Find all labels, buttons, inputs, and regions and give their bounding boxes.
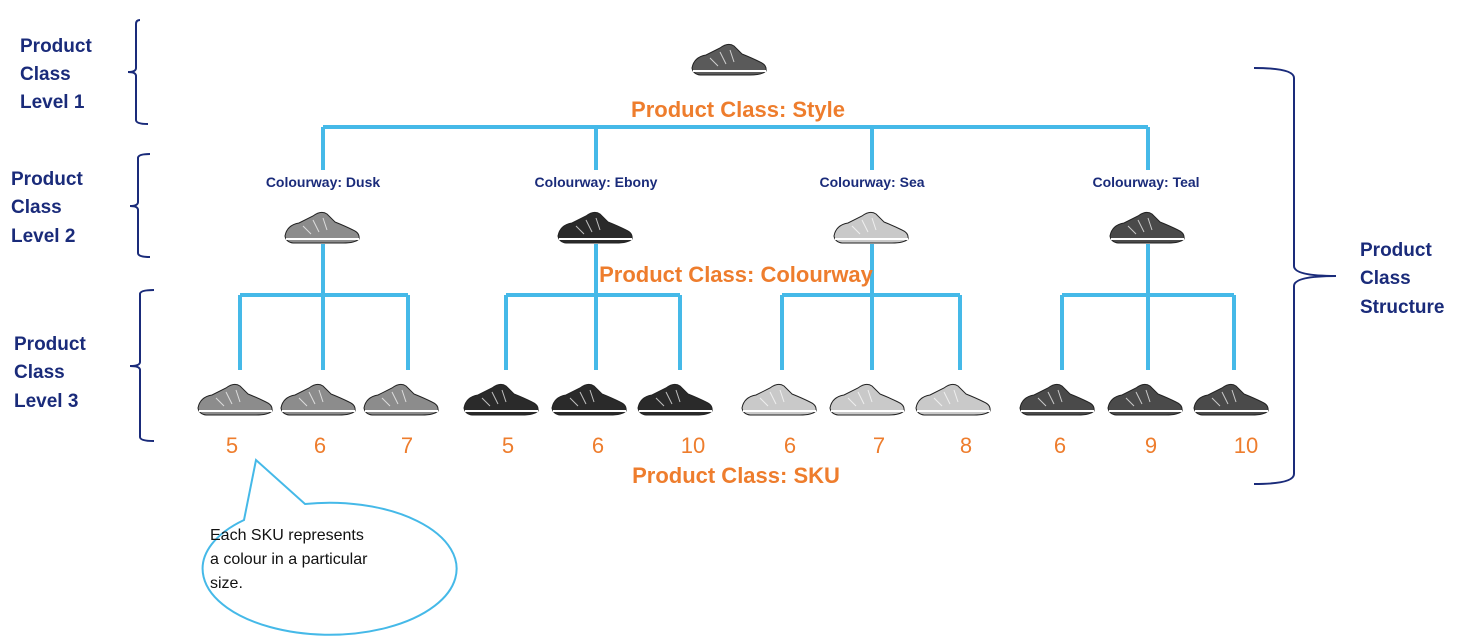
sku-size: 7 <box>873 433 885 458</box>
colourway-shoe-teal <box>1109 211 1186 244</box>
sku-shoe <box>1193 383 1270 416</box>
sku-shoe <box>463 383 540 416</box>
colourway-shoe-sea <box>833 211 910 244</box>
sku-shoe <box>741 383 818 416</box>
sku-shoe <box>915 383 992 416</box>
tree-connectors <box>238 125 1236 370</box>
style-class-title: Product Class: Style <box>631 97 845 122</box>
structure-bracket <box>1253 67 1337 485</box>
sku-size: 10 <box>681 433 705 458</box>
level-1-label: Product Class Level 1 <box>20 36 97 113</box>
colourway-label-ebony: Colourway: Ebony <box>535 174 658 190</box>
sku-callout: Each SKU represents a colour in a partic… <box>201 458 458 636</box>
level-1-bracket <box>127 19 149 125</box>
sku-size: 5 <box>226 433 238 458</box>
sku-size: 5 <box>502 433 514 458</box>
style-shoe-image <box>691 43 768 76</box>
sku-size: 8 <box>960 433 972 458</box>
sku-shoe <box>637 383 714 416</box>
colourway-label-teal: Colourway: Teal <box>1092 174 1199 190</box>
sku-shoes <box>197 383 1270 416</box>
callout-text: Each SKU represents a colour in a partic… <box>210 527 372 592</box>
sku-size: 10 <box>1234 433 1258 458</box>
sku-shoe <box>280 383 357 416</box>
sku-size: 6 <box>592 433 604 458</box>
colourway-shoe-ebony <box>557 211 634 244</box>
structure-label: Product Class Structure <box>1360 240 1444 318</box>
sku-shoe <box>829 383 906 416</box>
level-3-bracket <box>129 289 155 442</box>
sku-size: 6 <box>314 433 326 458</box>
sku-size: 7 <box>401 433 413 458</box>
colourway-class-title: Product Class: Colourway <box>599 262 874 287</box>
colourway-label-sea: Colourway: Sea <box>819 174 924 190</box>
sku-class-title: Product Class: SKU <box>632 463 840 488</box>
sku-shoe <box>197 383 274 416</box>
sku-size: 6 <box>1054 433 1066 458</box>
sku-shoe <box>1107 383 1184 416</box>
colourway-label-dusk: Colourway: Dusk <box>266 174 381 190</box>
level-2-bracket <box>129 153 151 258</box>
sku-sizes: 5 6 7 5 6 10 6 7 8 6 9 10 <box>226 433 1258 458</box>
sku-size: 9 <box>1145 433 1157 458</box>
sku-shoe <box>363 383 440 416</box>
colourway-shoe-dusk <box>284 211 361 244</box>
level-2-label: Product Class Level 2 <box>11 169 88 247</box>
sku-shoe <box>551 383 628 416</box>
level-3-label: Product Class Level 3 <box>14 334 91 412</box>
sku-shoe <box>1019 383 1096 416</box>
sku-size: 6 <box>784 433 796 458</box>
